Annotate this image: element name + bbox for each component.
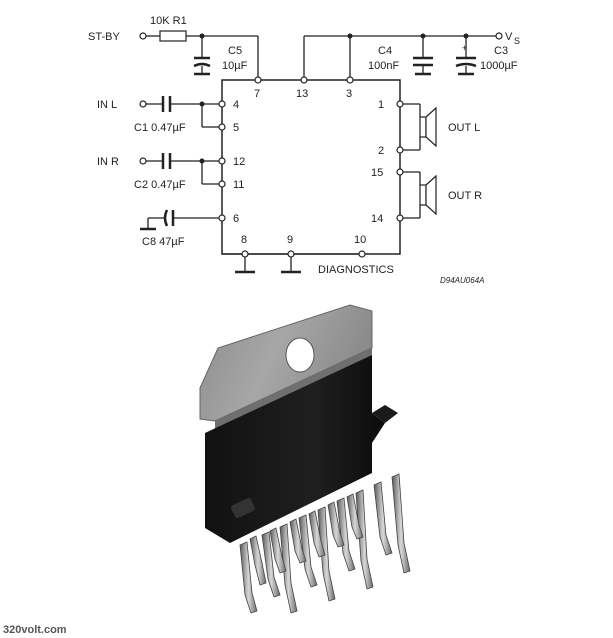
c4-name: C4: [378, 45, 392, 57]
c2-label: C2 0.47µF: [134, 179, 186, 191]
pin-2: 2: [378, 145, 384, 157]
input-left: [139, 96, 226, 131]
heatsink-tab: [199, 304, 373, 422]
pin-12: 12: [233, 156, 245, 168]
bottom-pins: [222, 250, 366, 274]
speaker-right-icon: [419, 184, 427, 206]
pin-11: 11: [233, 179, 244, 191]
out-l-label: OUT L: [448, 122, 480, 134]
drawing-code: D94AU064A: [440, 276, 484, 285]
out-r-label: OUT R: [448, 190, 482, 202]
pin-13: 13: [296, 88, 308, 100]
amplifier-schematic: +: [88, 15, 520, 285]
resistor-r1: [159, 30, 187, 42]
speaker-left-icon: [419, 116, 427, 138]
diagnostics-label: DIAGNOSTICS: [318, 264, 394, 276]
capacitor-c8: [140, 209, 226, 231]
pin-15: 15: [371, 167, 383, 179]
vs-supply: +: [300, 32, 503, 84]
ic-package-illustration: 320volt.com: [3, 304, 411, 636]
pin-6: 6: [233, 213, 239, 225]
chip-pins: [239, 473, 411, 614]
c3-value: 1000µF: [480, 60, 518, 72]
vs-label: V: [505, 31, 513, 43]
pin-7: 7: [254, 88, 260, 100]
svg-text:+: +: [462, 43, 467, 53]
ic-body: [221, 79, 401, 255]
in-l-label: IN L: [97, 99, 117, 111]
pin-4: 4: [233, 99, 239, 111]
pin-1: 1: [378, 99, 384, 111]
pin-14: 14: [371, 213, 383, 225]
c1-label: C1 0.47µF: [134, 122, 186, 134]
c8-label: C8 47µF: [142, 236, 185, 248]
pin-8: 8: [241, 234, 247, 246]
speaker-outputs: [396, 100, 437, 222]
c4-value: 100nF: [368, 60, 399, 72]
c5-value: 10µF: [222, 60, 248, 72]
c3-name: C3: [494, 45, 508, 57]
vs-subscript: S: [514, 36, 520, 46]
pin-10: 10: [354, 234, 366, 246]
pin-3: 3: [346, 88, 352, 100]
c5-name: C5: [228, 45, 242, 57]
in-r-label: IN R: [97, 156, 119, 168]
mounting-hole: [285, 337, 315, 373]
standby-input: [139, 30, 262, 84]
stby-label: ST-BY: [88, 31, 120, 43]
r1-label: 10K R1: [150, 15, 187, 27]
input-right: [139, 153, 226, 188]
pin-9: 9: [287, 234, 293, 246]
pin-5: 5: [233, 122, 239, 134]
watermark: 320volt.com: [3, 624, 67, 636]
chip-body: [205, 355, 385, 543]
